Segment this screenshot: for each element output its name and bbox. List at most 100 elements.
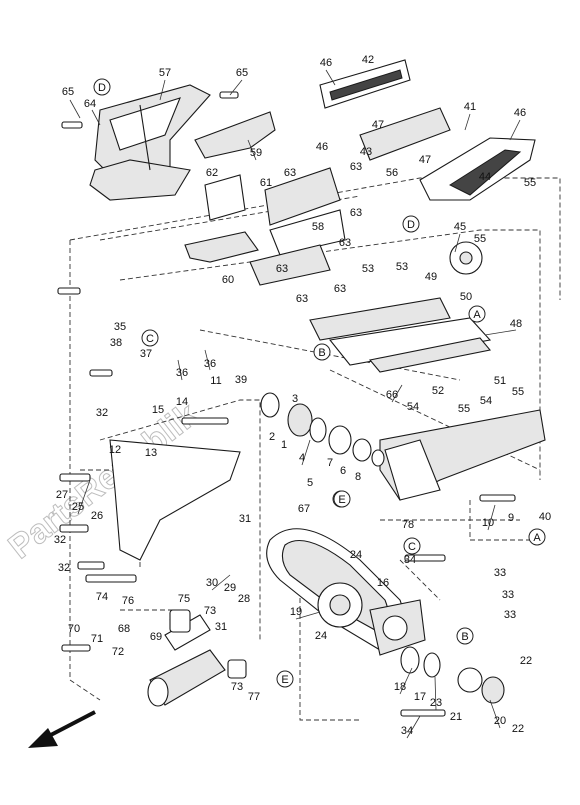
callout-number: 12 (109, 444, 121, 456)
reference-markers: DCBAECEABDE (93, 78, 546, 688)
leader-line (91, 109, 101, 126)
callout-number: 14 (176, 396, 188, 408)
rear-hub (369, 599, 426, 656)
callout-number: 55 (524, 177, 536, 189)
callout-number: 17 (414, 691, 426, 703)
callout-number: 33 (504, 609, 516, 621)
reference-letter: D (98, 82, 106, 94)
callout-number: 62 (206, 167, 218, 179)
leader-line (399, 667, 413, 695)
leader-line (487, 504, 496, 531)
leader-line (69, 99, 81, 119)
callout-number: 39 (235, 374, 247, 386)
callout-number: 61 (260, 177, 272, 189)
callout-number: 70 (68, 623, 80, 635)
callout-number: 6 (340, 465, 346, 477)
callout-number: 66 (386, 389, 398, 401)
callout-number: 53 (362, 263, 374, 275)
callout-number: 55 (512, 386, 524, 398)
callout-number: 44 (479, 171, 491, 183)
callout-number: 32 (96, 407, 108, 419)
reference-circle (313, 343, 331, 361)
callout-number: 31 (239, 513, 251, 525)
reference-letter: A (533, 532, 541, 544)
callout-number: 15 (152, 404, 164, 416)
callout-number: 11 (210, 375, 221, 387)
callout-number: 8 (355, 471, 361, 483)
callout-number: 18 (394, 681, 406, 693)
callout-number: 13 (145, 447, 157, 459)
leader-line (489, 699, 501, 729)
callout-number: 33 (502, 589, 514, 601)
callout-number: 1 (281, 439, 287, 451)
callout-number: 59 (250, 147, 262, 159)
callout-number: 23 (430, 697, 442, 709)
callout-number: 3 (292, 393, 298, 405)
callout-number: 28 (238, 593, 250, 605)
center-cover (249, 167, 346, 286)
leader-line (434, 676, 437, 711)
reference-circle (93, 78, 111, 96)
swingarm (109, 409, 546, 561)
callout-number: 63 (296, 293, 308, 305)
callout-number: 53 (396, 261, 408, 273)
callout-number: 36 (204, 358, 216, 370)
reference-circle (402, 215, 420, 233)
callout-number: 24 (315, 630, 327, 642)
leader-line (247, 139, 257, 161)
callout-number: 45 (454, 221, 466, 233)
callout-number: 47 (372, 119, 384, 131)
callout-number: 42 (362, 54, 374, 66)
callout-number: 60 (222, 274, 234, 286)
callout-number: 10 (482, 517, 494, 529)
callout-number: 76 (122, 595, 134, 607)
callout-number: 58 (312, 221, 324, 233)
callout-number: 63 (350, 207, 362, 219)
leader-lines (69, 69, 521, 739)
reference-letter: D (407, 219, 415, 231)
reference-circle (468, 305, 486, 323)
callout-number: 30 (206, 577, 218, 589)
callout-number: 9 (508, 512, 514, 524)
callout-number: 75 (178, 593, 190, 605)
callout-number: 68 (118, 623, 130, 635)
leader-line (229, 79, 243, 96)
leader-line (77, 479, 91, 515)
seat-pan (309, 297, 492, 373)
reference-letter: B (318, 347, 325, 359)
callout-number: 71 (91, 633, 103, 645)
leader-line (509, 119, 521, 141)
leader-line (391, 384, 403, 403)
callout-number: 48 (510, 318, 522, 330)
callout-number: 27 (56, 489, 68, 501)
callout-number: 73 (231, 681, 243, 693)
leader-line (295, 611, 321, 620)
callout-number: 29 (224, 582, 236, 594)
reference-circle (276, 670, 294, 688)
callout-number: 32 (58, 562, 70, 574)
callout-number: 65 (236, 67, 248, 79)
reference-letter: C (408, 541, 416, 553)
callout-number: 77 (248, 691, 260, 703)
callout-number: 63 (276, 263, 288, 275)
reference-letter: A (473, 309, 481, 321)
callout-number: 34 (401, 725, 413, 737)
callout-number: 63 (284, 167, 296, 179)
callout-number: 63 (350, 161, 362, 173)
callout-number: 34 (404, 554, 416, 566)
reference-circle (456, 627, 474, 645)
callout-number: 65 (62, 86, 74, 98)
callout-number: 54 (480, 395, 492, 407)
callout-number: 4 (299, 452, 305, 464)
callout-number: 57 (159, 67, 171, 79)
callout-number: 5 (307, 477, 313, 489)
callout-number: 32 (54, 534, 66, 546)
bearings (260, 392, 385, 467)
callout-number: 16 (377, 577, 389, 589)
callout-number: 40 (539, 511, 551, 523)
rear-bracket-left (89, 84, 211, 201)
callout-number: 31 (215, 621, 227, 633)
